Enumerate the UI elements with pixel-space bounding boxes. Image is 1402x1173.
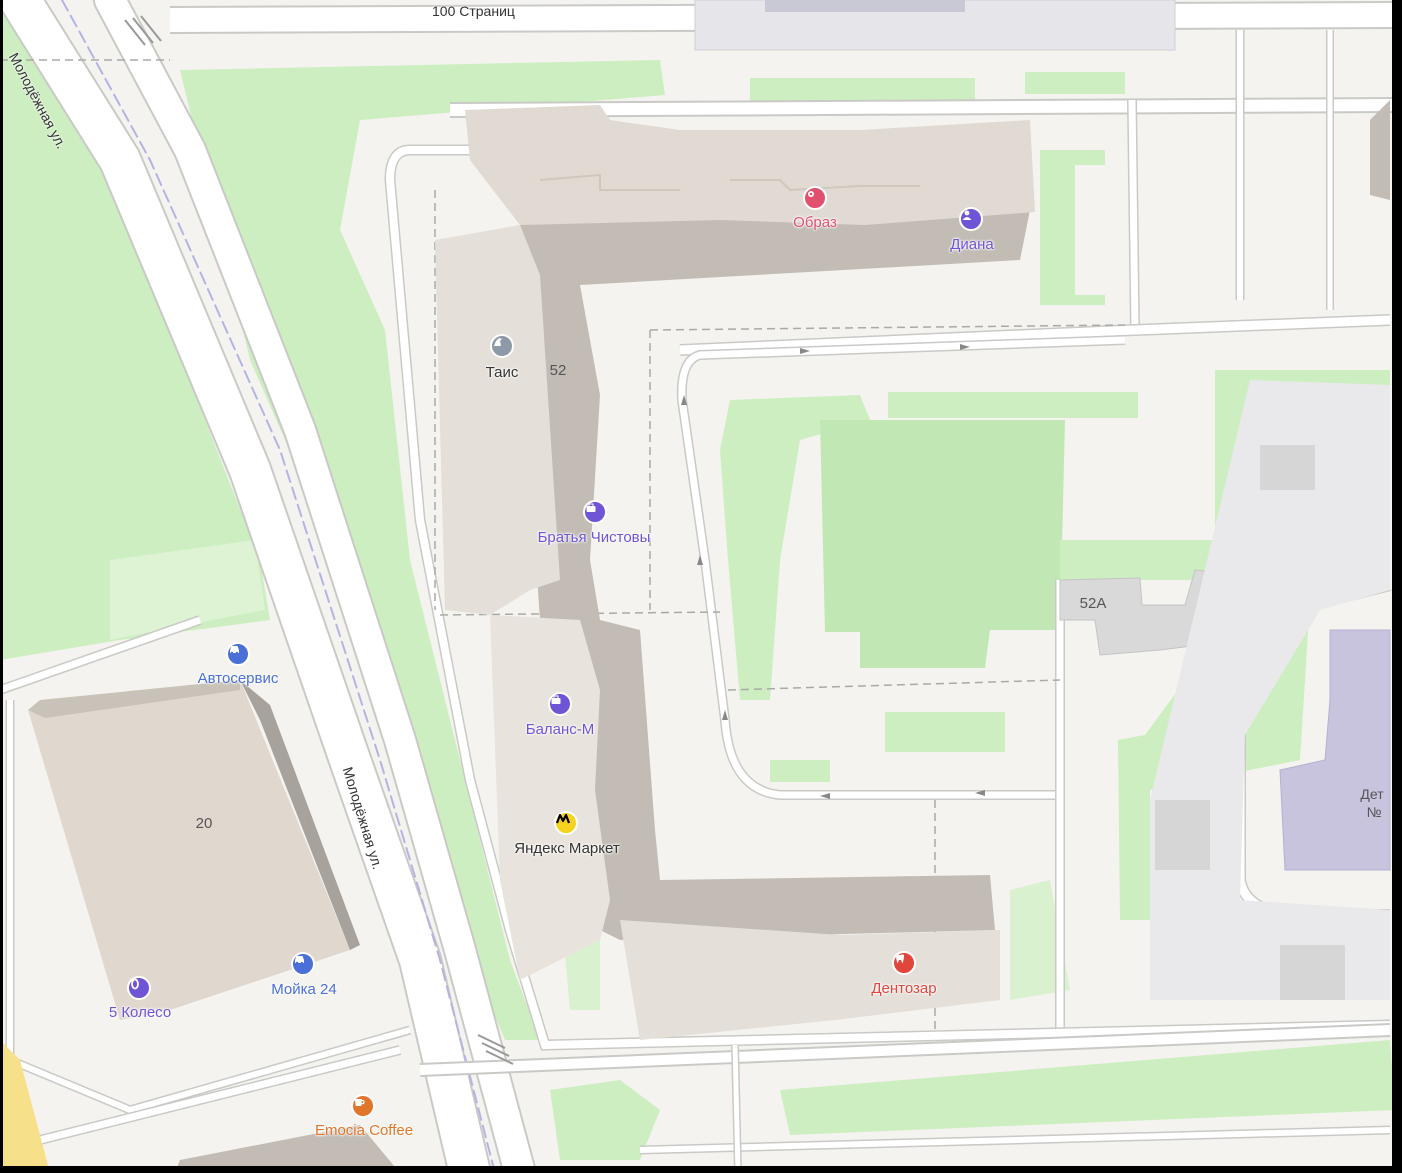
car-icon[interactable] [291, 952, 315, 976]
briefcase-icon[interactable] [548, 692, 572, 716]
green-bottom-right [780, 1040, 1395, 1135]
building-right-box-3 [1280, 945, 1345, 1000]
left-roads [0, 615, 412, 1155]
sports-field [820, 420, 1065, 668]
green-court-2 [888, 392, 1138, 418]
horse-icon[interactable] [490, 334, 514, 358]
poi-label-koleso[interactable]: 5 Колесо [108, 1004, 172, 1021]
poi-label-balans[interactable]: Баланс-М [525, 721, 595, 738]
building-52 [435, 105, 1035, 1040]
frame-bottom [0, 1166, 1402, 1173]
park-left-light [110, 540, 265, 640]
building-road [384, 144, 1391, 1173]
building-right-box-2 [1155, 800, 1210, 870]
direction-arrows [681, 344, 985, 799]
building-bottom-left [175, 1125, 400, 1173]
house-number-52: 52 [549, 362, 567, 379]
frame-right [1392, 0, 1402, 1173]
poi-label-tais[interactable]: Таис [485, 364, 519, 381]
green-right-top [1040, 150, 1105, 305]
green-court-1 [720, 395, 870, 700]
green-bottom-mid [550, 1080, 660, 1160]
tire-icon[interactable] [127, 976, 151, 1000]
poi-label-bratya[interactable]: Братья Чистовы [537, 529, 651, 546]
building-top-roof [765, 0, 965, 12]
tooth-icon[interactable] [892, 951, 916, 975]
building-20-edge [28, 680, 240, 718]
green-top-2 [1025, 72, 1125, 94]
building-partial-label-1: Дет [1360, 786, 1384, 802]
house-number-20: 20 [195, 815, 213, 832]
poi-label-market[interactable]: Яндекс Маркет [514, 840, 620, 857]
side-roads [679, 30, 1391, 356]
frame-left [0, 0, 3, 1173]
poi-label-diana[interactable]: Диана [950, 236, 994, 253]
house-number-52a: 52А [1079, 595, 1107, 612]
poi-label-emocia[interactable]: Emocia Coffee [314, 1122, 414, 1139]
green-court-4 [885, 712, 1005, 752]
building-partial-label-2: № [1366, 804, 1382, 820]
poi-label-avtoservis[interactable]: Автосервис [197, 670, 279, 687]
building-right-top [1370, 100, 1390, 200]
green-strip [180, 60, 665, 1040]
main-road [0, 0, 537, 1173]
car-icon[interactable] [226, 642, 250, 666]
person-icon[interactable] [959, 207, 983, 231]
coffee-cup-icon[interactable] [351, 1094, 375, 1118]
poi-label-moyka[interactable]: Мойка 24 [271, 981, 337, 998]
poi-label-dentozar[interactable]: Дентозар [871, 980, 937, 997]
yandex-market-icon[interactable] [554, 811, 578, 835]
flower-icon[interactable] [803, 186, 827, 210]
building-right-box-1 [1260, 445, 1315, 490]
yellow-road [0, 1040, 50, 1173]
green-court-5 [770, 760, 830, 782]
crosswalks [124, 15, 514, 1065]
poi-label-obraz[interactable]: Образ [793, 214, 837, 231]
building-20-wall [240, 680, 360, 950]
park-left [0, 0, 270, 660]
court-road [676, 335, 1126, 1040]
street-label-top: 100 Страниц [432, 3, 515, 19]
building-purple [1279, 629, 1391, 871]
building-20 [28, 680, 350, 1020]
briefcase-icon[interactable] [583, 500, 607, 524]
